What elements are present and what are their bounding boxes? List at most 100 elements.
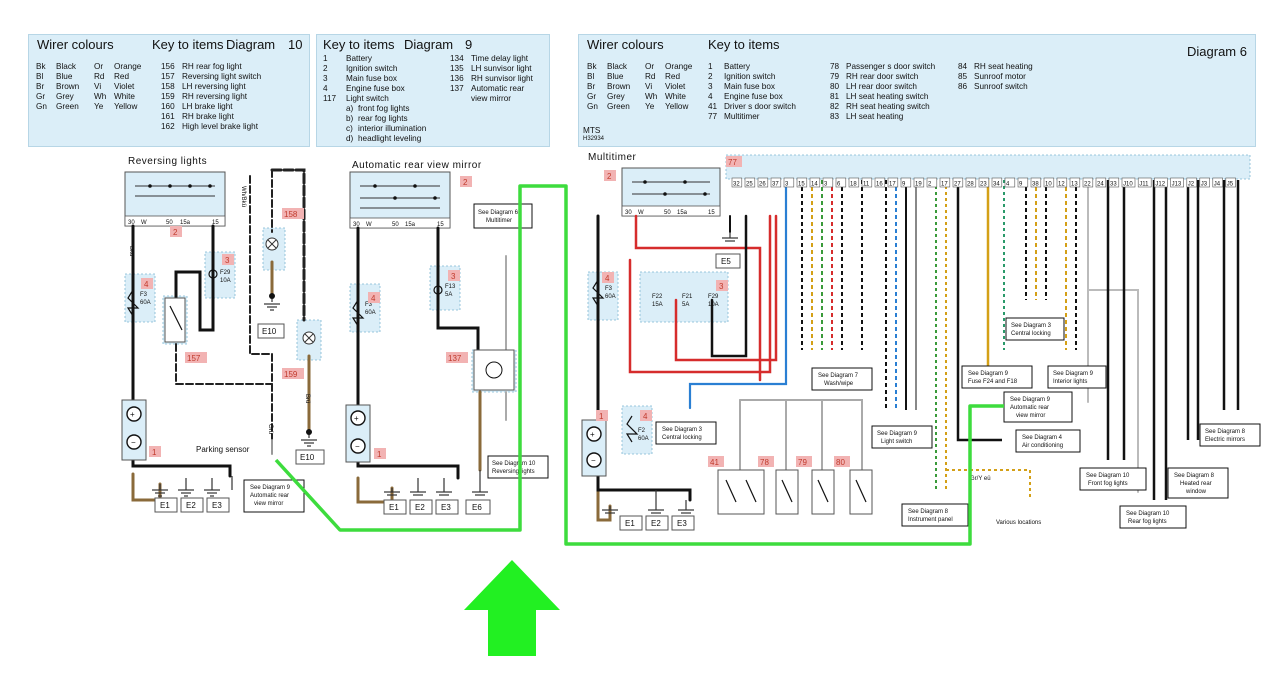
see-box-line: See Diagram 8 (1174, 473, 1215, 479)
connector-pin (1170, 177, 1184, 188)
parking-sensor-label: Parking sensor (196, 445, 250, 454)
fuse-label: F13 (445, 284, 456, 290)
connector-pin (1095, 177, 1107, 188)
fuse-label: F3 (365, 302, 373, 308)
connector-pin (874, 177, 886, 188)
see-box-line: See Diagram 9 (1010, 397, 1051, 403)
circuit-title-mirror: Automatic rear view mirror (352, 160, 482, 171)
tag: 137 (448, 354, 462, 363)
connector-pin-label: 16 (876, 182, 883, 188)
connector-pin (913, 177, 925, 188)
battery-plus-icon: + (590, 430, 595, 439)
earth-label: E2 (651, 519, 661, 528)
tag: 2 (607, 172, 612, 181)
tag: 1 (377, 450, 382, 459)
tag: 159 (284, 370, 298, 379)
connector-pin (796, 177, 808, 188)
connector-pin-label: J5 (1227, 182, 1234, 188)
connector-pin (887, 177, 899, 188)
battery-minus-icon: − (355, 442, 360, 451)
connector-pin-label: J12 (1155, 182, 1165, 188)
fuse-label: 10A (220, 278, 231, 284)
connector-pin (1212, 177, 1223, 188)
tag: 3 (719, 282, 724, 291)
connector-pin (822, 177, 834, 188)
connector-pin (926, 177, 938, 188)
connector-pin-label: 22 (1084, 182, 1091, 188)
connector-strip-77 (725, 154, 1251, 180)
connector-pin-label: 6 (837, 182, 841, 188)
fuse-label: F2 (638, 428, 646, 434)
switch-term: 15a (180, 220, 191, 226)
see-box (961, 365, 1033, 389)
connector-pin-label: J10 (1123, 182, 1133, 188)
see-box-line: Front fog lights (1088, 481, 1128, 487)
diagram-title: Diagram (226, 37, 276, 52)
see-box-line: Rear fog lights (1128, 519, 1167, 525)
tag: 2 (463, 178, 468, 187)
see-box (901, 503, 969, 527)
connector-pin-label: 11 (863, 182, 870, 188)
switch-term: 15 (212, 220, 219, 226)
connector-pin (1056, 177, 1068, 188)
see-box-line: See Diagram 9 (1053, 371, 1094, 377)
connector-pin (952, 177, 964, 188)
connector-pin-label: 28 (967, 182, 974, 188)
diagram-title: Diagram (404, 37, 454, 52)
connector-pin (900, 177, 912, 188)
connector-pin (861, 177, 873, 188)
switch-term: 30 (128, 220, 135, 226)
tag: 41 (710, 458, 719, 467)
see-box (1119, 505, 1187, 529)
fuse-label: 60A (605, 294, 616, 300)
connector-pin (809, 177, 821, 188)
switch-term: W (366, 222, 372, 228)
connector-pin-label: 13 (1071, 182, 1078, 188)
circuit-title-multitimer: Multitimer (588, 152, 637, 163)
connector-pin (1069, 177, 1081, 188)
earth-label: E1 (625, 519, 635, 528)
diagram-label: Diagram 6 (1187, 44, 1247, 59)
tag: 3 (225, 256, 230, 265)
see-box-line: Instrument panel (908, 517, 953, 523)
see-box-line: See Diagram 4 (1022, 435, 1063, 441)
fuse-label: 60A (638, 436, 649, 442)
switch-term: 15 (437, 222, 444, 228)
see-box-line: Light switch (881, 439, 912, 445)
tag: 3 (451, 272, 456, 281)
switch-term: 50 (166, 220, 173, 226)
see-box (1015, 429, 1081, 453)
earth-label: E3 (212, 501, 222, 510)
wire-label: Bkü (128, 246, 134, 256)
fuse-label: 5A (445, 292, 452, 298)
see-box-line: Automatic rear (1010, 405, 1049, 411)
connector-pin-label: 17 (941, 182, 948, 188)
wire-label: Gr/Y eü (970, 476, 991, 482)
wire-label: Grü (267, 424, 273, 434)
key-panel-diagram-6 (578, 34, 1256, 147)
see-box (1005, 317, 1065, 341)
connector-pin (1121, 177, 1136, 188)
connector-pin (1030, 177, 1042, 188)
see-box-line: Central locking (662, 435, 702, 441)
see-box (1003, 391, 1073, 423)
door-switch (717, 469, 765, 515)
tag: 78 (760, 458, 769, 467)
connector-pin-label: 2 (928, 182, 932, 188)
connector-pin (1017, 177, 1029, 188)
tag: 4 (643, 412, 648, 421)
earth-label: E5 (721, 257, 731, 266)
connector-pin-label: J11 (1139, 182, 1149, 188)
earth-label: E3 (677, 519, 687, 528)
see-box (1199, 423, 1261, 447)
connector-pin-label: J13 (1172, 182, 1182, 188)
see-box (811, 367, 873, 391)
wire-label: Wh/Bkü (240, 186, 246, 207)
tag: 2 (173, 228, 178, 237)
connector-pin-label: 27 (954, 182, 961, 188)
